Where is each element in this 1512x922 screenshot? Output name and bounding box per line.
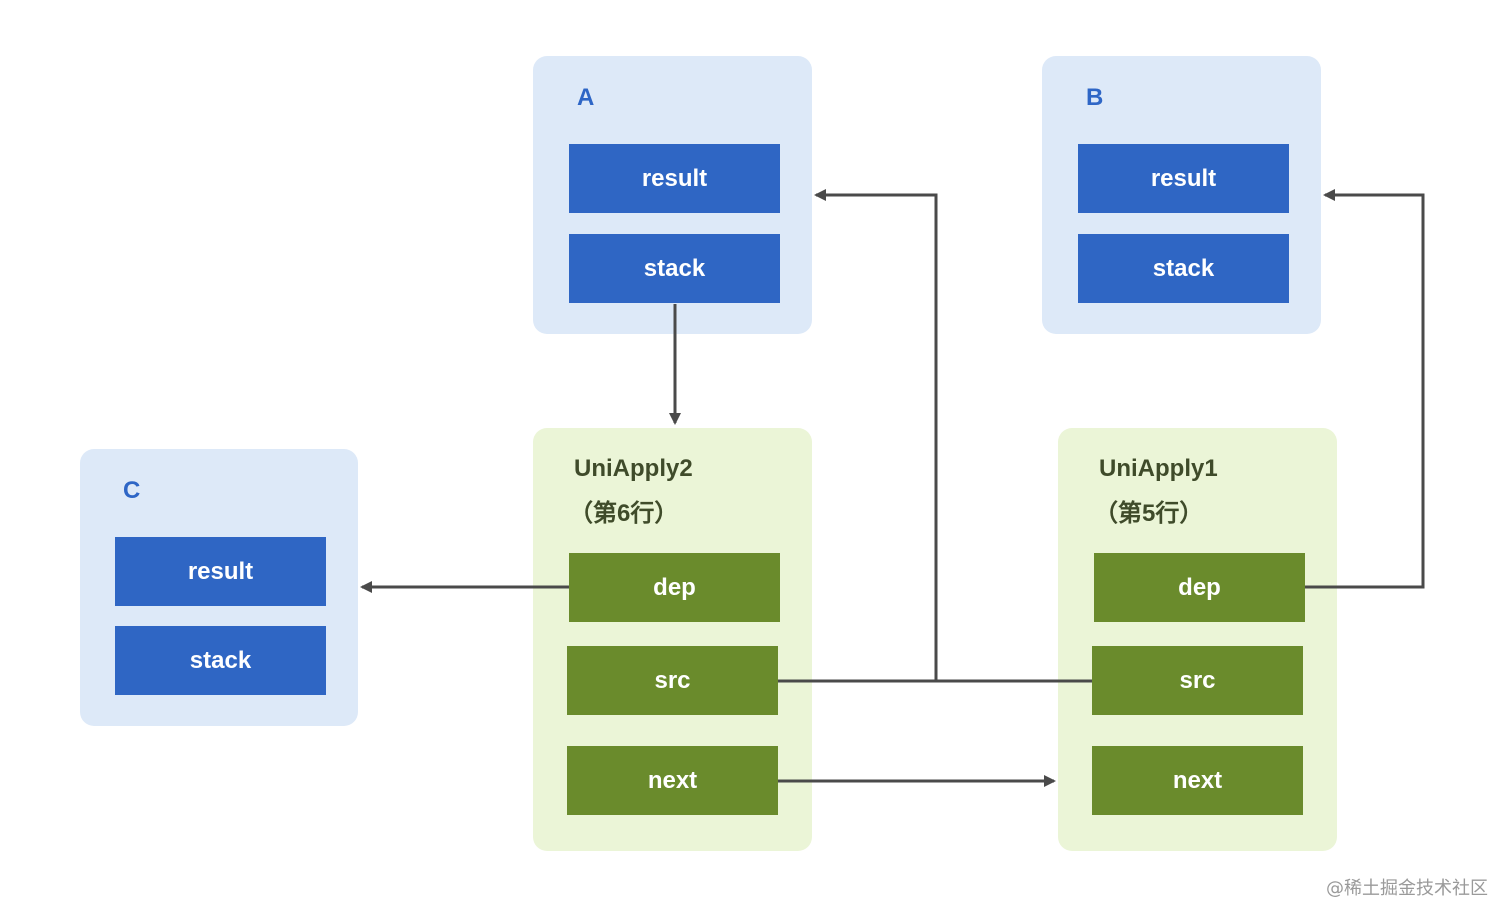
uniapply2-src-field: src <box>567 646 778 715</box>
uniapply2-subtitle: （第6行） <box>569 500 679 527</box>
edge-src-to-a-result <box>814 189 938 681</box>
watermark: @稀土掘金技术社区 <box>1326 878 1488 899</box>
uniapply2-panel: UniApply2 （第6行） dep src next <box>533 428 812 851</box>
node-b-stack-field: stack <box>1078 234 1289 303</box>
node-c-result-field: result <box>115 537 326 606</box>
node-a-stack-field: stack <box>569 234 780 303</box>
uniapply1-next-field: next <box>1092 746 1303 815</box>
uniapply2-next-field: next <box>567 746 778 815</box>
uniapply1-src-field: src <box>1092 646 1303 715</box>
node-a-panel: A result stack <box>533 56 812 334</box>
node-c-panel: C result stack <box>80 449 358 726</box>
uniapply1-title: UniApply1 <box>1099 455 1218 482</box>
uniapply1-panel: UniApply1 （第5行） dep src next <box>1058 428 1337 851</box>
node-a-title: A <box>577 84 595 111</box>
node-c-title: C <box>123 477 141 504</box>
uniapply1-subtitle: （第5行） <box>1094 500 1204 527</box>
node-b-panel: B result stack <box>1042 56 1321 334</box>
uniapply1-dep-field: dep <box>1094 553 1305 622</box>
node-a-result-field: result <box>569 144 780 213</box>
uniapply2-dep-field: dep <box>569 553 780 622</box>
node-b-title: B <box>1086 84 1104 111</box>
node-c-stack-field: stack <box>115 626 326 695</box>
node-b-result-field: result <box>1078 144 1289 213</box>
uniapply2-title: UniApply2 <box>574 455 693 482</box>
